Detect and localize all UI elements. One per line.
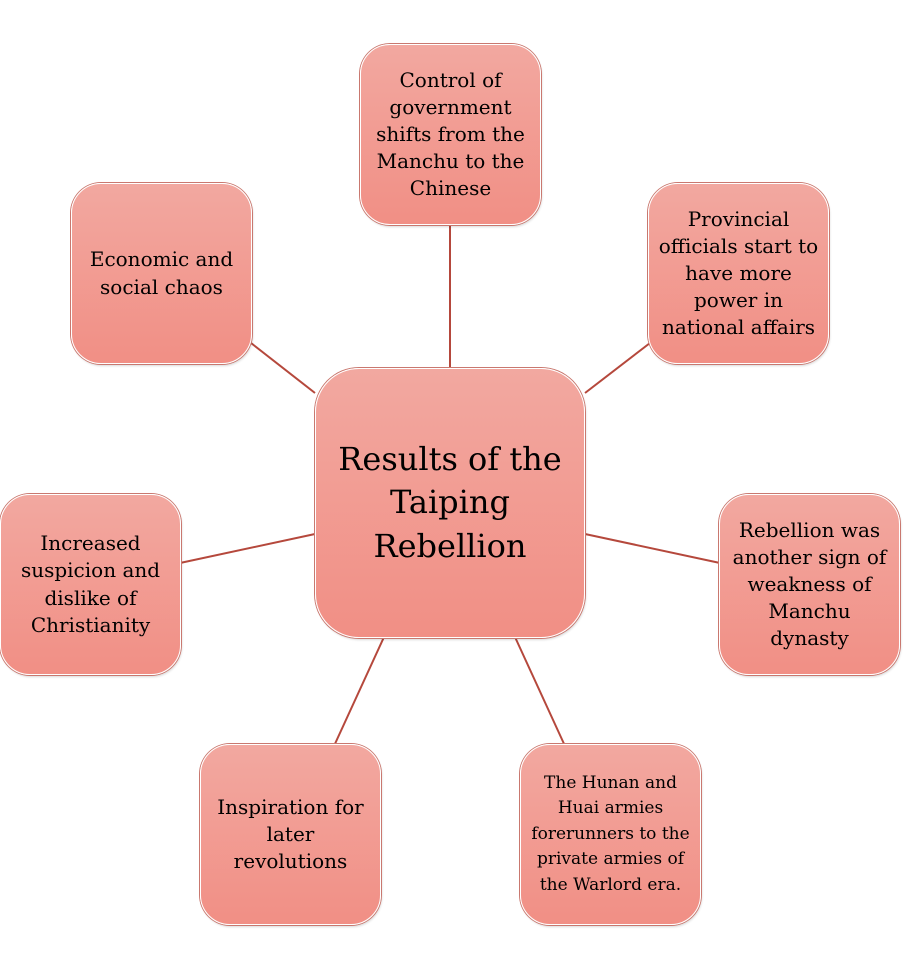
node-christianity-suspicion: Increased suspicion and dislike of Chris… (0, 494, 181, 675)
connector-left (179, 533, 316, 564)
node-christianity-suspicion-label: Increased suspicion and dislike of Chris… (20, 531, 161, 637)
central-topic-box: Results of the Taiping Rebellion (315, 368, 585, 638)
central-topic-label: Results of the Taiping Rebellion (338, 440, 562, 565)
node-government-control: Control of government shifts from the Ma… (360, 44, 541, 225)
node-manchu-weakness: Rebellion was another sign of weakness o… (719, 494, 900, 675)
connector-top-left (250, 342, 316, 394)
node-manchu-weakness-label: Rebellion was another sign of weakness o… (732, 517, 887, 651)
connector-bottom-left (333, 636, 385, 747)
connector-right (584, 533, 721, 564)
node-later-revolutions: Inspiration for later revolutions (200, 744, 381, 925)
node-economic-chaos-label: Economic and social chaos (89, 247, 234, 299)
node-provincial-officials-label: Provincial officials start to have more … (658, 206, 819, 340)
connector-top-right (584, 342, 651, 394)
node-provincial-officials: Provincial officials start to have more … (648, 183, 829, 364)
node-later-revolutions-label: Inspiration for later revolutions (217, 794, 364, 874)
connector-bottom-right (514, 636, 566, 747)
node-hunan-huai-armies: The Hunan and Huai armies forerunners to… (520, 744, 701, 925)
node-government-control-label: Control of government shifts from the Ma… (376, 67, 525, 201)
node-economic-chaos: Economic and social chaos (71, 183, 252, 364)
node-hunan-huai-armies-label: The Hunan and Huai armies forerunners to… (531, 772, 690, 895)
